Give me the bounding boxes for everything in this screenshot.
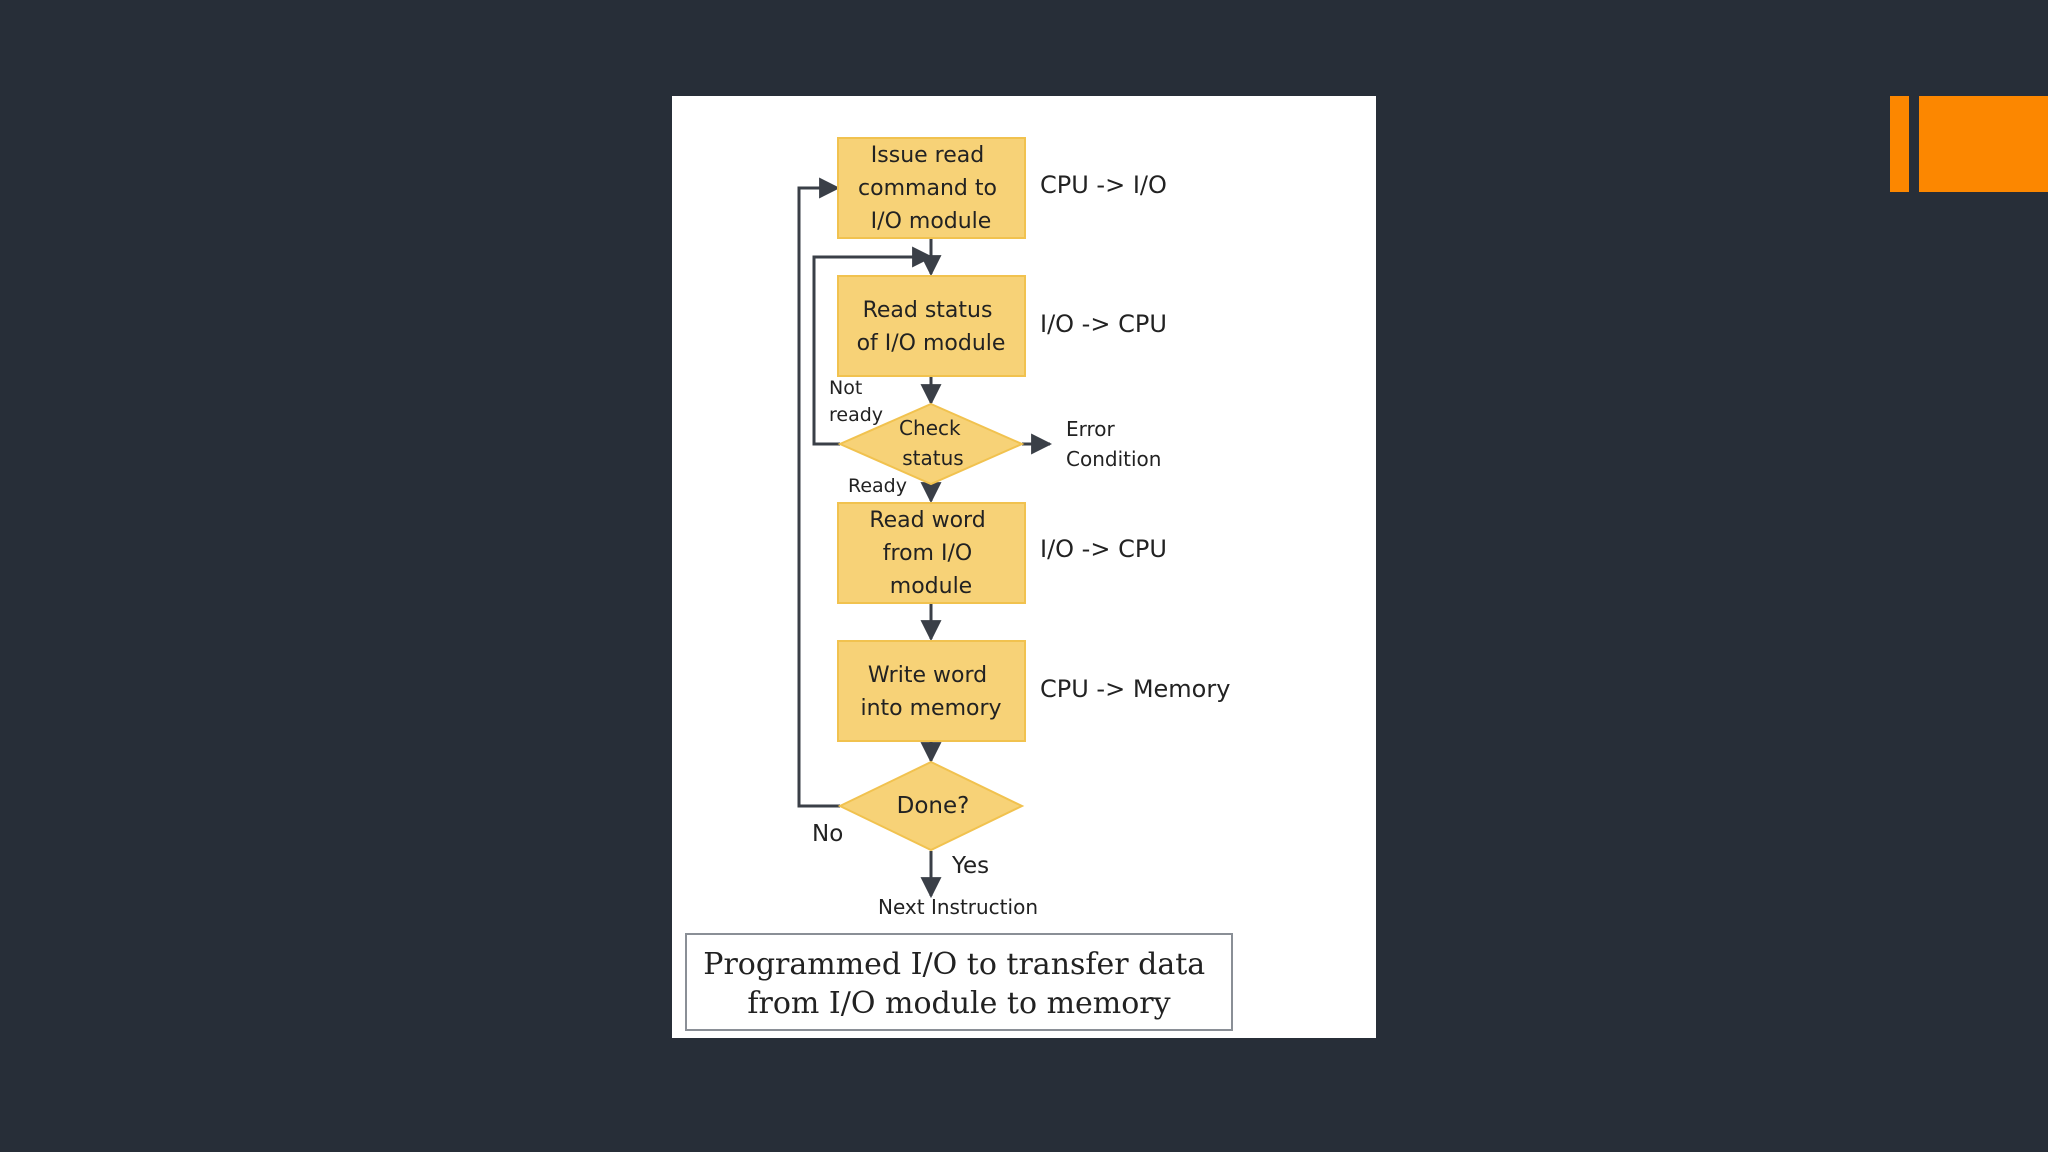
node-check-status-line: Check	[899, 416, 961, 440]
node-issue-read-label: Issue read command to I/O module	[858, 143, 1004, 234]
node-read-word-line: module	[890, 574, 972, 599]
caption-box	[685, 933, 1233, 1031]
annotation-issue-read: CPU -> I/O	[1040, 171, 1167, 199]
edge-label-error: Error Condition	[1066, 417, 1161, 471]
node-write-word-label: Write word into memory	[860, 663, 1001, 721]
flowchart-figure: Issue read command to I/O module Read st…	[672, 96, 1376, 1038]
node-write-word-line: into memory	[860, 696, 1001, 721]
annotation-write-word: CPU -> Memory	[1040, 675, 1230, 703]
node-done	[837, 760, 1025, 852]
caption-line: Programmed I/O to transfer data	[703, 947, 1205, 982]
annotation-read-word: I/O -> CPU	[1040, 535, 1167, 563]
node-read-word	[837, 502, 1026, 604]
node-read-status-line: Read status	[863, 298, 993, 323]
node-issue-read-line: command to	[858, 176, 997, 201]
node-check-status-line: status	[902, 446, 963, 470]
edge-label-error-line: Condition	[1066, 447, 1161, 471]
edge-label-not-ready-line: Not	[829, 377, 862, 399]
caption-line: from I/O module to memory	[747, 986, 1170, 1021]
connectors	[797, 177, 1053, 899]
accent-bar-thin	[1890, 96, 1909, 192]
flowchart-svg: Issue read command to I/O module Read st…	[685, 137, 1233, 1031]
node-issue-read-line: Issue read	[871, 143, 984, 168]
node-issue-read-line: I/O module	[871, 209, 992, 234]
node-read-status-line: of I/O module	[857, 331, 1006, 356]
edge-label-not-ready: Not ready	[829, 377, 883, 426]
terminal-next-instruction: Next Instruction	[878, 895, 1038, 919]
accent-bar-block	[1919, 96, 2048, 192]
node-check-status	[837, 402, 1025, 486]
node-read-word-label: Read word from I/O module	[869, 508, 992, 599]
edge-not-ready-loop	[812, 246, 934, 446]
edge-label-not-ready-line: ready	[829, 404, 883, 426]
edge-label-yes: Yes	[951, 853, 989, 879]
node-read-status	[837, 275, 1026, 377]
edge-label-error-line: Error	[1066, 417, 1116, 441]
edge-label-ready: Ready	[848, 475, 907, 497]
node-read-word-line: Read word	[869, 508, 985, 533]
edge-no-loop	[797, 177, 841, 808]
node-issue-read	[837, 137, 1026, 239]
node-write-word-line: Write word	[868, 663, 987, 688]
node-check-status-label: Check status	[899, 416, 967, 470]
node-write-word	[837, 640, 1026, 742]
annotation-read-status: I/O -> CPU	[1040, 310, 1167, 338]
caption: Programmed I/O to transfer data from I/O…	[703, 947, 1214, 1021]
node-read-word-line: from I/O	[883, 541, 972, 566]
edge-label-no: No	[812, 821, 843, 847]
node-read-status-label: Read status of I/O module	[857, 298, 1006, 356]
nodes	[837, 137, 1026, 852]
node-done-label: Done?	[897, 793, 970, 819]
